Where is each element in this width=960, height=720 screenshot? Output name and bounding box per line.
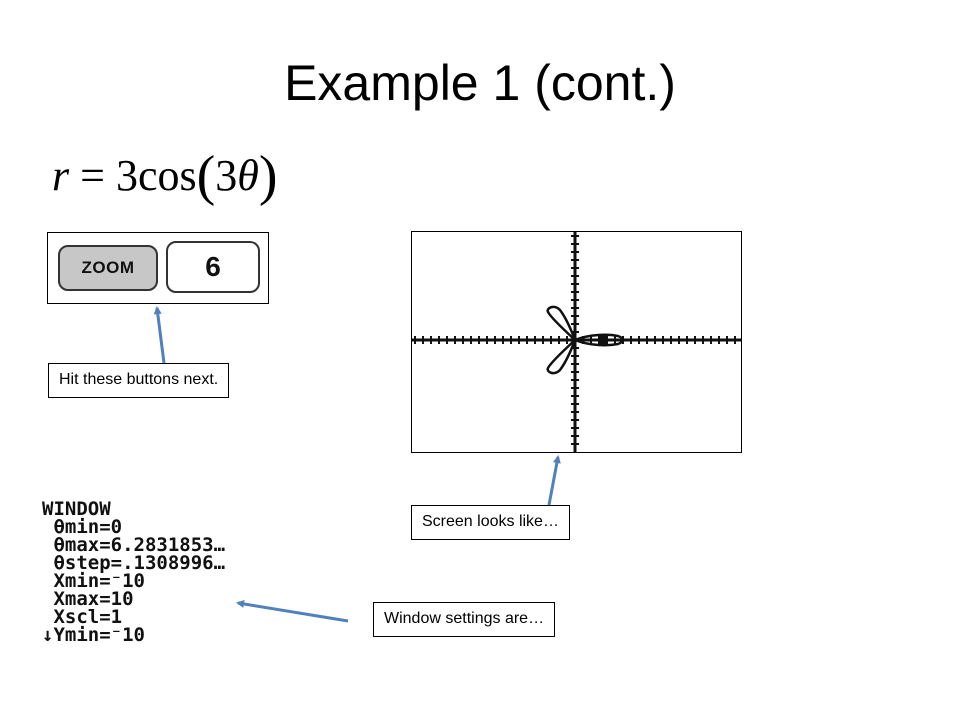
window-line-theta-min: θmin=0: [42, 516, 123, 538]
rose-petal-lower-left: [546, 339, 577, 375]
window-line-xmin: Xmin=⁻10: [42, 570, 145, 592]
slide-title: Example 1 (cont.): [284, 55, 676, 111]
window-line-xscl: Xscl=1: [42, 606, 123, 628]
formula-close-paren: ): [258, 145, 278, 207]
window-settings-screen: WINDOW θmin=0 θmax=6.2831853… θstep=.130…: [42, 498, 226, 646]
window-line-theta-step: θstep=.1308996…: [42, 552, 226, 574]
polar-equation: r = 3cos(3θ): [52, 148, 278, 204]
formula-open-paren: (: [196, 145, 216, 207]
formula-coefficient: 3: [115, 151, 138, 200]
window-line-theta-max: θmax=6.2831853…: [42, 534, 226, 556]
formula-theta: θ: [237, 151, 259, 200]
callout-window: Window settings are…: [373, 602, 556, 637]
rose-petal-right-cursor: [598, 336, 608, 344]
window-line-xmax: Xmax=10: [42, 588, 134, 610]
zoom-key: ZOOM: [58, 245, 158, 291]
formula-arg-coefficient: 3: [215, 151, 238, 200]
arrow-to-window-settings: [236, 600, 349, 623]
window-header: WINDOW: [42, 498, 111, 520]
six-key: 6: [166, 241, 260, 293]
arrow-to-graph: [547, 455, 561, 506]
window-line-ymin: ↓Ymin=⁻10: [42, 624, 145, 646]
arrow-to-buttons: [153, 306, 166, 364]
formula-lhs: r: [52, 151, 70, 200]
graph-screen-image: [411, 231, 742, 453]
callout-buttons: Hit these buttons next.: [48, 363, 230, 398]
formula-function: cos: [137, 151, 197, 200]
formula-equals: =: [80, 151, 105, 200]
rose-petal-upper-left: [546, 305, 577, 341]
rose-curve-graph: [412, 232, 741, 452]
callout-screen: Screen looks like…: [411, 505, 570, 540]
rose-petal-right: [571, 333, 624, 347]
calculator-buttons-image: ZOOM 6: [47, 232, 269, 304]
